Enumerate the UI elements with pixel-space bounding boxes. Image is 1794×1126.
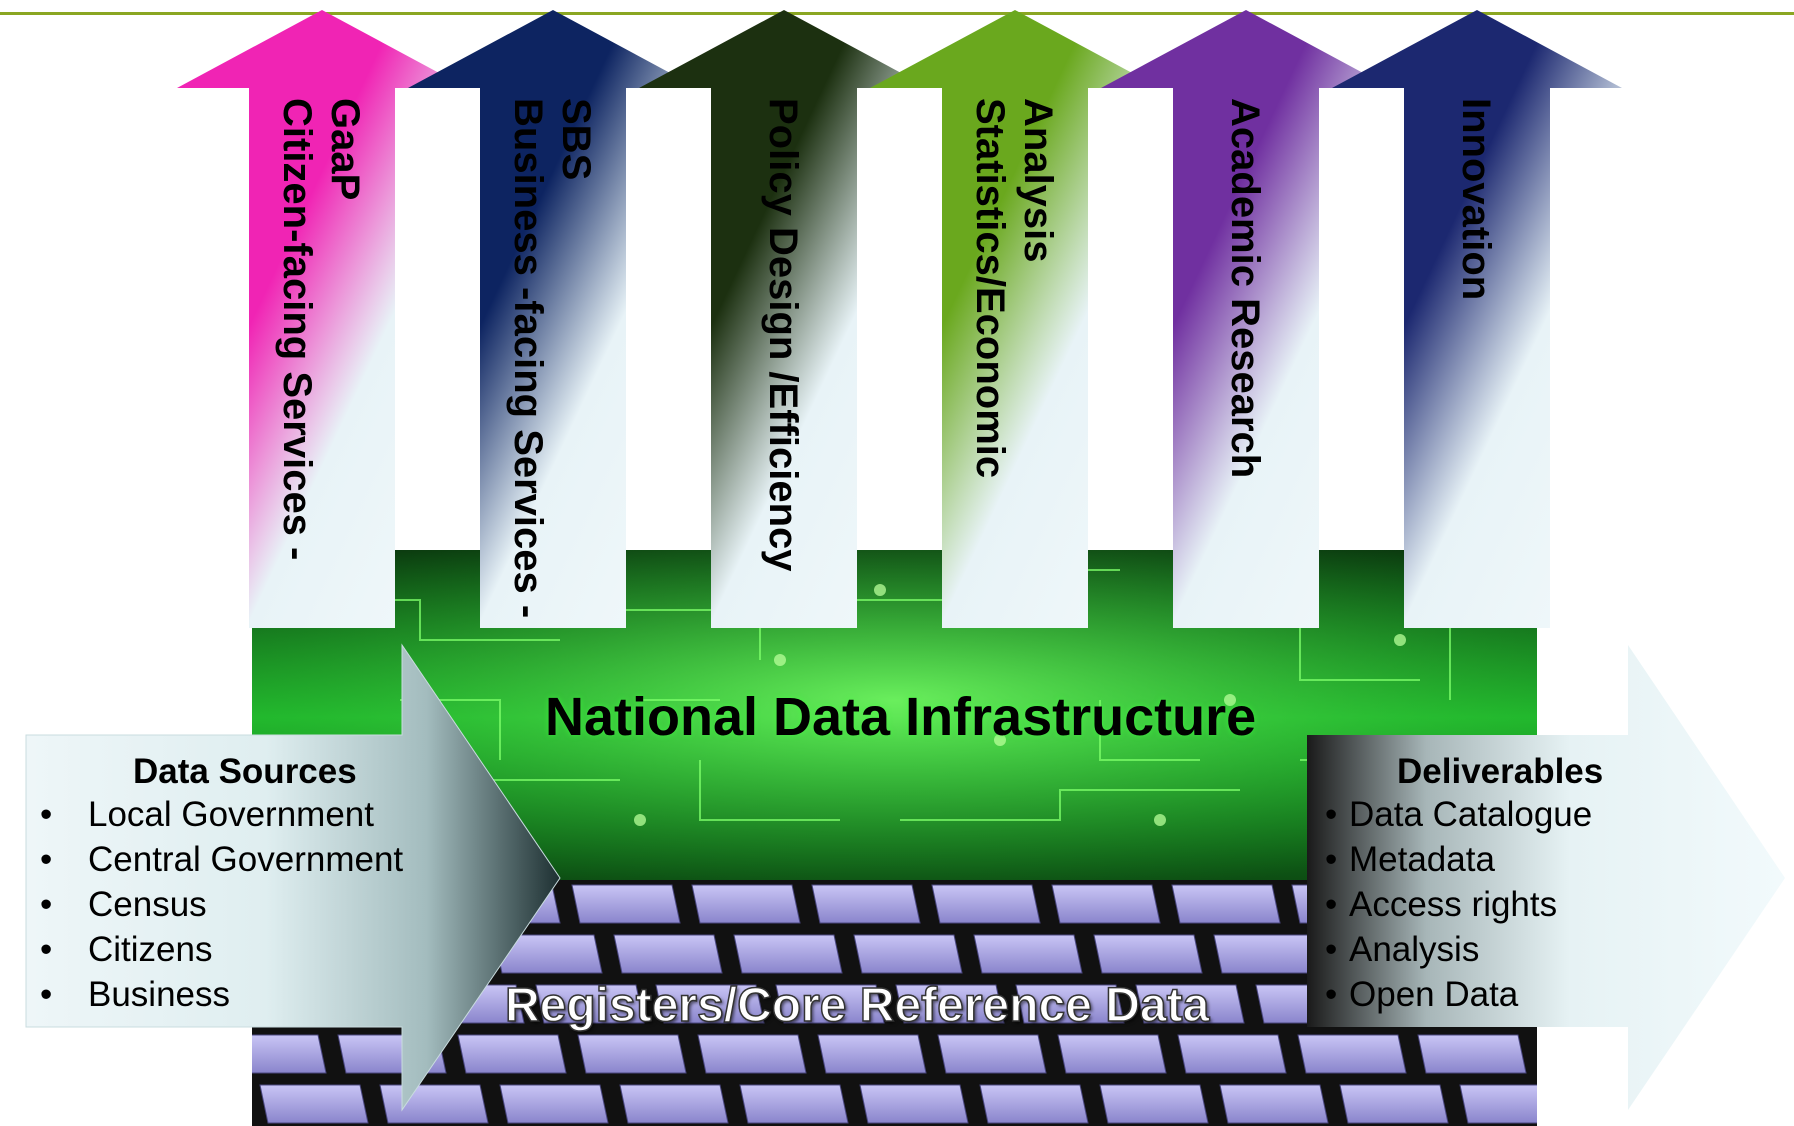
list-item: •Business	[40, 975, 231, 1014]
arrow-label: Policy Design /Efficiency	[761, 98, 805, 572]
deliverables-list: •Data Catalogue •Metadata •Access rights…	[1325, 792, 1592, 1017]
list-item: •Access rights	[1325, 885, 1558, 924]
list-item: •Census	[40, 885, 207, 924]
list-item: •Metadata	[1325, 840, 1495, 879]
data-sources-list: •Local Government •Central Government •C…	[40, 792, 403, 1017]
arrow-label: Business -facing Services -SBS	[506, 98, 598, 618]
list-item: •Open Data	[1325, 975, 1519, 1014]
outcome-arrows: Citizen-facing Services -GaaP Business -f…	[177, 10, 1622, 628]
arrow-1: Citizen-facing Services -GaaP	[177, 10, 467, 628]
data-sources-arrow	[25, 643, 561, 1112]
deliverables-arrow	[1307, 645, 1785, 1110]
infrastructure-title: National Data Infrastructure	[545, 687, 1257, 747]
arrow-label: Innovation	[1454, 98, 1498, 300]
top-rule	[0, 12, 1794, 15]
arrow-label: Citizen-facing Services -GaaP	[275, 98, 367, 560]
registers-title: Registers/Core Reference Data	[504, 978, 1210, 1033]
list-item: •Central Government	[40, 840, 404, 879]
arrow-label: Academic Research	[1223, 98, 1267, 478]
arrow-3: Policy Design /Efficiency	[639, 10, 929, 628]
arrow-5: Academic Research	[1101, 10, 1391, 628]
list-item: •Citizens	[40, 930, 213, 969]
list-item: •Local Government	[40, 795, 374, 834]
arrow-2: Business -facing Services -SBS	[408, 10, 698, 628]
arrow-6: Innovation	[1332, 10, 1622, 628]
list-item: •Analysis	[1325, 930, 1480, 969]
data-sources-heading: Data Sources	[133, 752, 357, 791]
list-item: •Data Catalogue	[1325, 795, 1593, 834]
deliverables-heading: Deliverables	[1397, 752, 1604, 791]
